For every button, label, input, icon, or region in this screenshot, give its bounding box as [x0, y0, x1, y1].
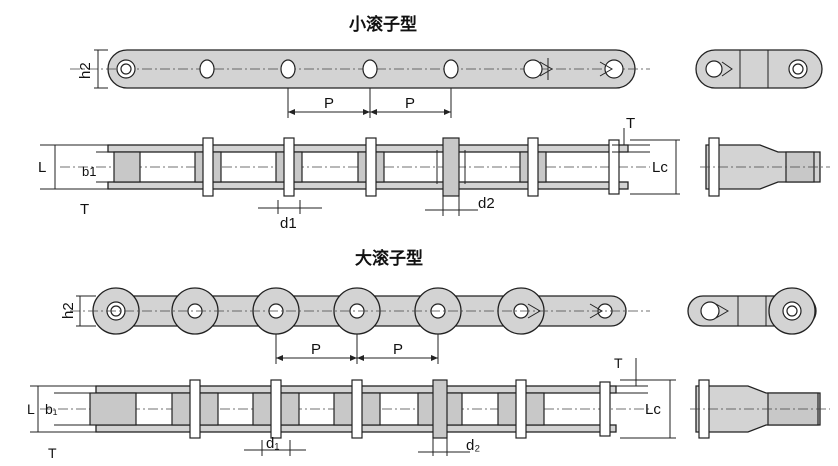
- large-pin-heads: [189, 379, 611, 439]
- large-front-view: P P h2: [60, 287, 650, 364]
- dim-P-2: P: [405, 95, 415, 112]
- dim-P-1: P: [324, 95, 334, 112]
- dim-T-small: T: [80, 201, 89, 218]
- large-side-view: [687, 287, 817, 335]
- dim-L-large: L: [27, 401, 35, 417]
- dim-h2-large: h2: [60, 302, 77, 319]
- small-side-top-view: [700, 137, 830, 197]
- dim-T-large: T: [48, 445, 57, 461]
- small-pin-heads: [202, 137, 620, 197]
- dim-T-small-right: T: [626, 115, 635, 132]
- dim-T-large-right: T: [614, 355, 623, 371]
- dim-d1-large: d₁: [266, 435, 279, 452]
- dim-P-4: P: [393, 341, 403, 358]
- cotter-pin-icon: [539, 58, 613, 80]
- dim-L-small: L: [38, 159, 46, 176]
- small-front-view: P P h2: [70, 49, 650, 118]
- dim-P-3: P: [311, 341, 321, 358]
- small-side-view: [695, 49, 823, 89]
- large-top-view: L b₁ T d₁ d₂ T Lc: [27, 355, 676, 461]
- dim-b1-small: b1: [82, 164, 96, 179]
- dim-d2-large: d₂: [466, 437, 480, 454]
- large-side-top-view: [690, 379, 830, 439]
- dim-d2-small: d2: [478, 195, 495, 212]
- small-top-view: L b1 T d1 d2 T Lc: [38, 115, 680, 232]
- dim-b1-large: b₁: [45, 401, 58, 417]
- dim-Lc-large: Lc: [645, 401, 661, 418]
- dim-Lc-small: Lc: [652, 159, 668, 176]
- dim-d1-small: d1: [280, 215, 297, 232]
- dim-h2-small: h2: [77, 62, 94, 79]
- small-roller-title: 小滚子型: [349, 15, 417, 35]
- small-front-pins: [116, 59, 624, 79]
- large-roller-title: 大滚子型: [355, 249, 423, 269]
